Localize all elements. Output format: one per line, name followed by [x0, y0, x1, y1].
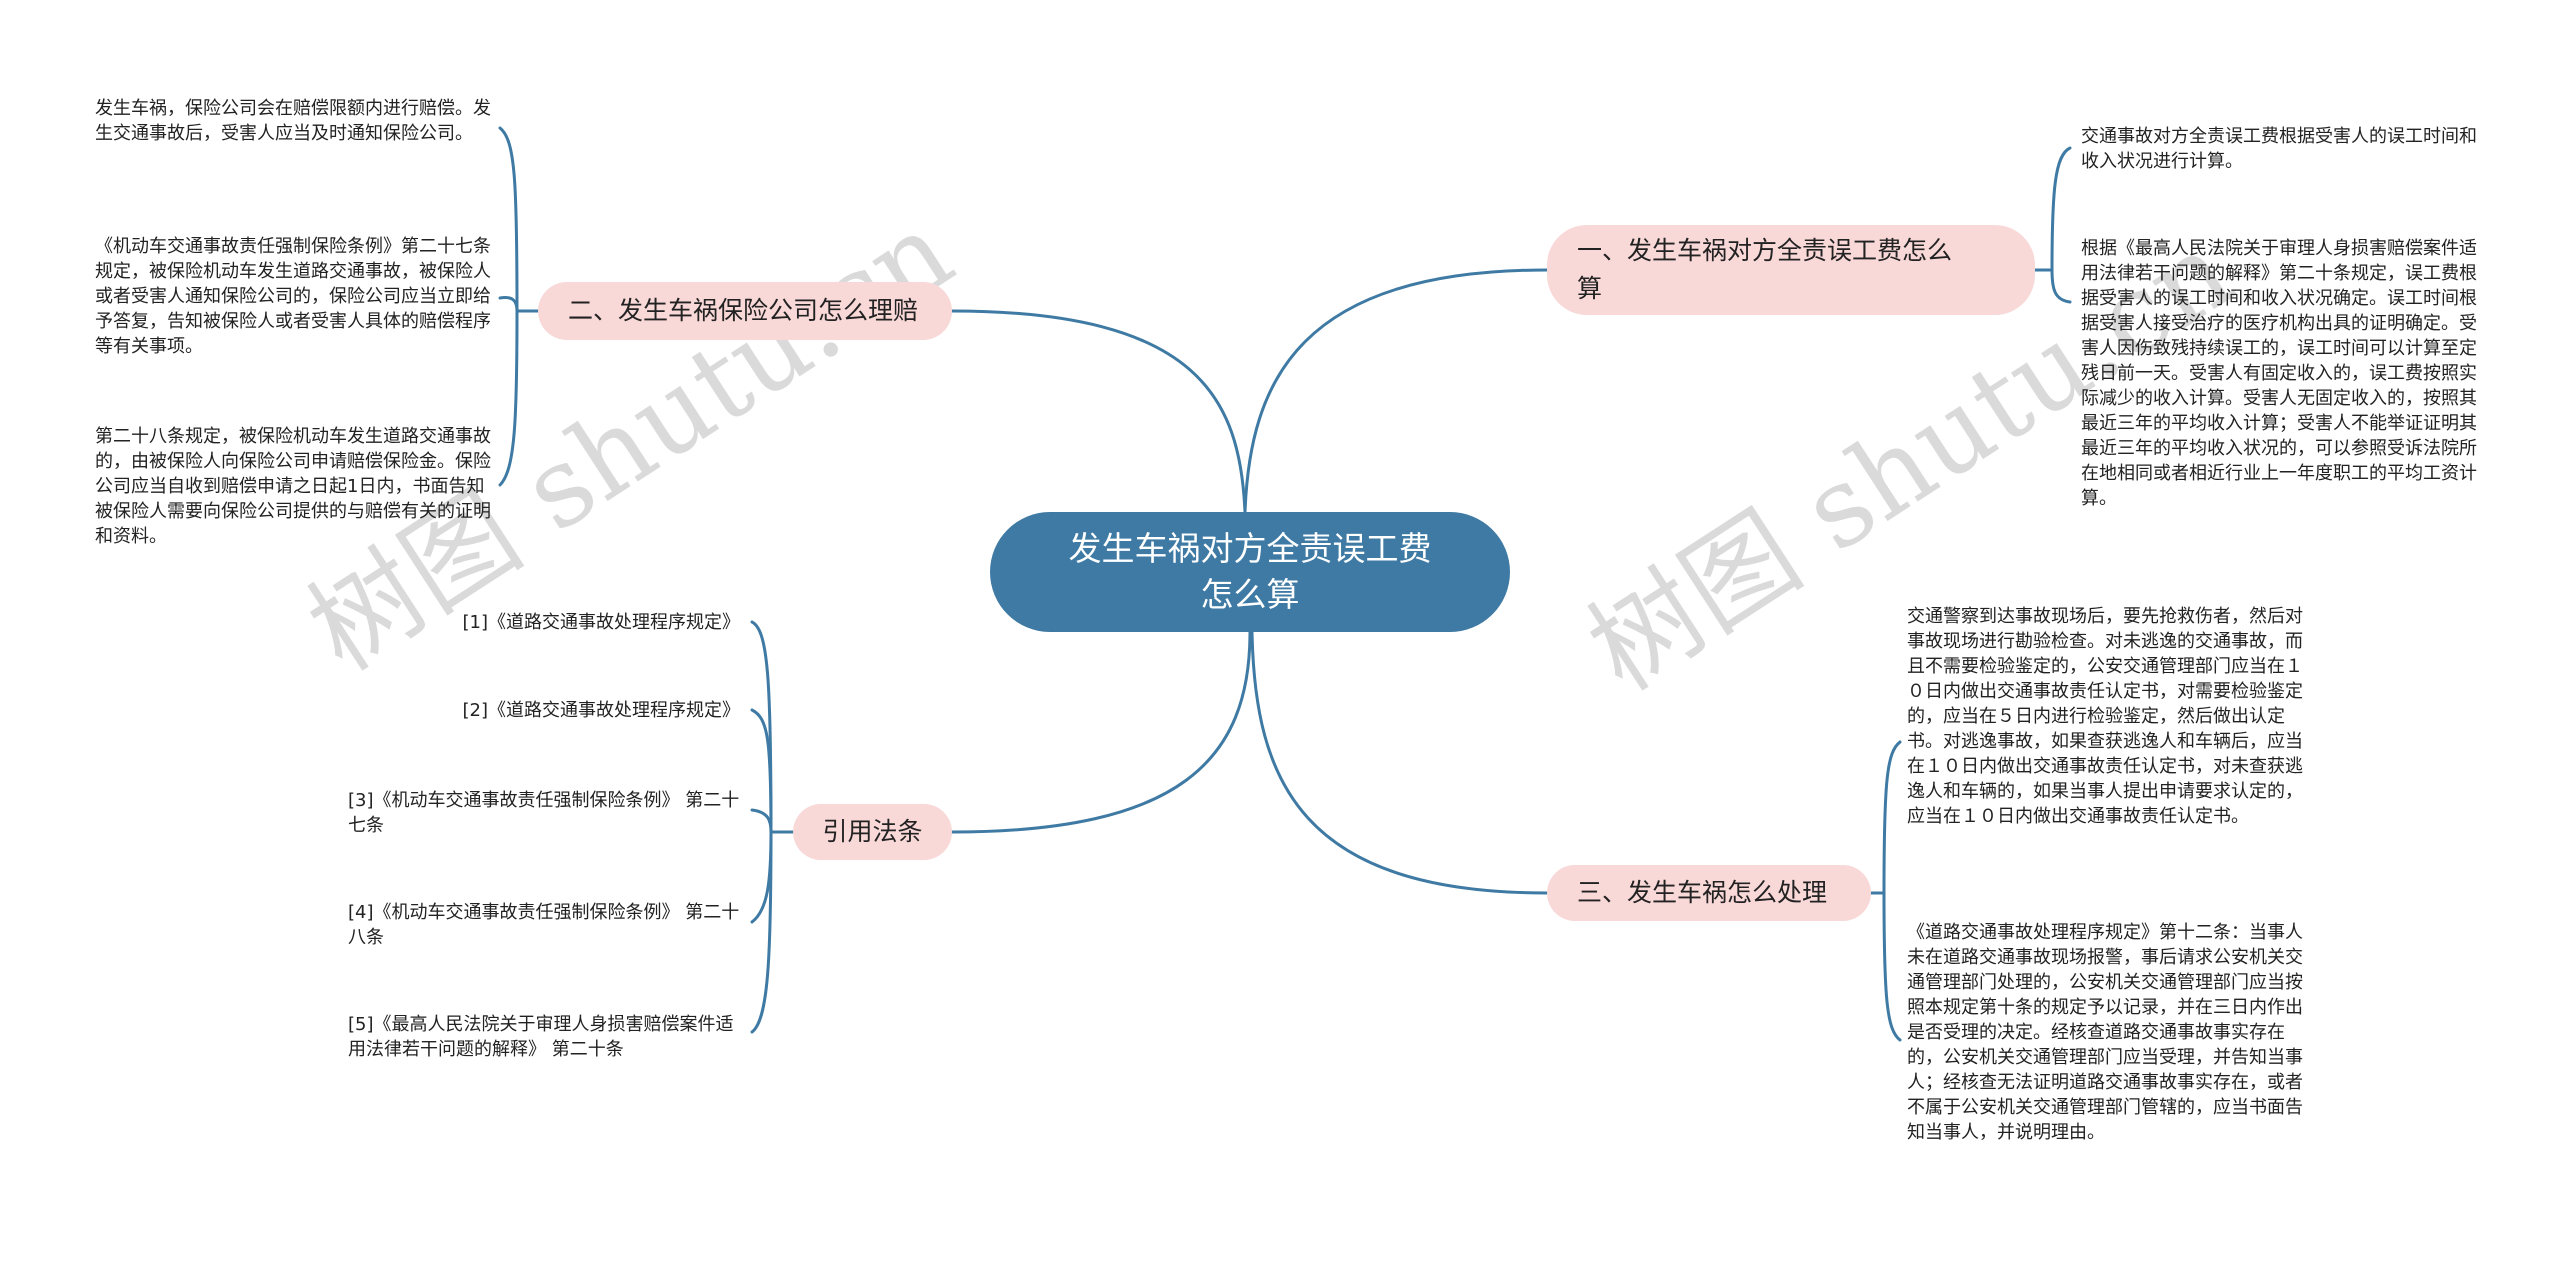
link-root-b2: [950, 309, 1247, 514]
bracket-b1-leaf1: [2050, 146, 2072, 272]
bracket-b3-leaf1: [1882, 740, 1902, 895]
bracket-refs-leaf3: [750, 808, 773, 834]
root-topic[interactable]: 发生车祸对方全责误工费 怎么算: [990, 512, 1510, 632]
leaf-b3-2: 《道路交通事故处理程序规定》第十二条：当事人未在道路交通事故现场报警，事后请求公…: [1907, 922, 2303, 1143]
branch-lost-wages-line2: 算: [1577, 274, 1603, 303]
bracket-b2-leaf1: [498, 126, 519, 313]
leaf-b1-2: 根据《最高人民法院关于审理人身损害赔偿案件适用法律若干问题的解释》第二十条规定，…: [2081, 238, 2477, 509]
branch-cited-laws-label: 引用法条: [822, 817, 923, 846]
bracket-refs-leaf5: [750, 830, 773, 1034]
leaf-b1-1: 交通事故对方全责误工费根据受害人的误工时间和收入状况进行计算。: [2081, 126, 2477, 172]
ref-item-5: [5]《最高人民法院关于审理人身损害赔偿案件适用法律若干问题的解释》 第二十条: [348, 1014, 734, 1060]
link-root-b1: [1243, 268, 1549, 514]
bracket-refs-leaf1: [750, 620, 773, 834]
ref-item-4: [4]《机动车交通事故责任强制保险条例》 第二十八条: [348, 902, 740, 948]
branch-lost-wages-line1: 一、发生车祸对方全责误工费怎么: [1577, 236, 1953, 265]
leaf-b3-1: 交通警察到达事故现场后，要先抢救伤者，然后对事故现场进行勘验检查。对未逃逸的交通…: [1907, 606, 2303, 827]
branch-insurance-claim[interactable]: 二、发生车祸保险公司怎么理赔: [538, 282, 952, 340]
root-topic-line1: 发生车祸对方全责误工费: [1068, 529, 1432, 568]
branch-lost-wages[interactable]: 一、发生车祸对方全责误工费怎么 算: [1547, 225, 2035, 315]
leaf-b2-2: 《机动车交通事故责任强制保险条例》第二十七条规定，被保险机动车发生道路交通事故，…: [95, 236, 491, 357]
ref-item-2: [2]《道路交通事故处理程序规定》: [462, 700, 741, 721]
bracket-refs-leaf2: [750, 708, 773, 834]
bracket-b2-leaf3: [498, 309, 519, 487]
branch-accident-handling[interactable]: 三、发生车祸怎么处理: [1547, 865, 1871, 921]
branch-accident-handling-label: 三、发生车祸怎么处理: [1577, 878, 1828, 907]
link-root-refs: [950, 630, 1252, 834]
bracket-refs-leaf4: [750, 830, 773, 924]
root-topic-line2: 怎么算: [1200, 575, 1300, 614]
bracket-b1-leaf2: [2050, 268, 2072, 304]
leaf-b2-3: 第二十八条规定，被保险机动车发生道路交通事故的，由被保险人向保险公司申请赔偿保险…: [95, 426, 491, 547]
bracket-b3-leaf2: [1882, 891, 1902, 1042]
ref-item-1: [1]《道路交通事故处理程序规定》: [462, 612, 741, 633]
branch-cited-laws[interactable]: 引用法条: [793, 804, 952, 860]
leaf-b2-1: 发生车祸，保险公司会在赔偿限额内进行赔偿。发生交通事故后，受害人应当及时通知保险…: [95, 98, 491, 144]
bracket-b2-leaf2: [498, 296, 519, 313]
link-root-b3: [1250, 630, 1549, 895]
branch-insurance-claim-label: 二、发生车祸保险公司怎么理赔: [568, 296, 919, 325]
ref-item-3: [3]《机动车交通事故责任强制保险条例》 第二十七条: [348, 790, 740, 836]
